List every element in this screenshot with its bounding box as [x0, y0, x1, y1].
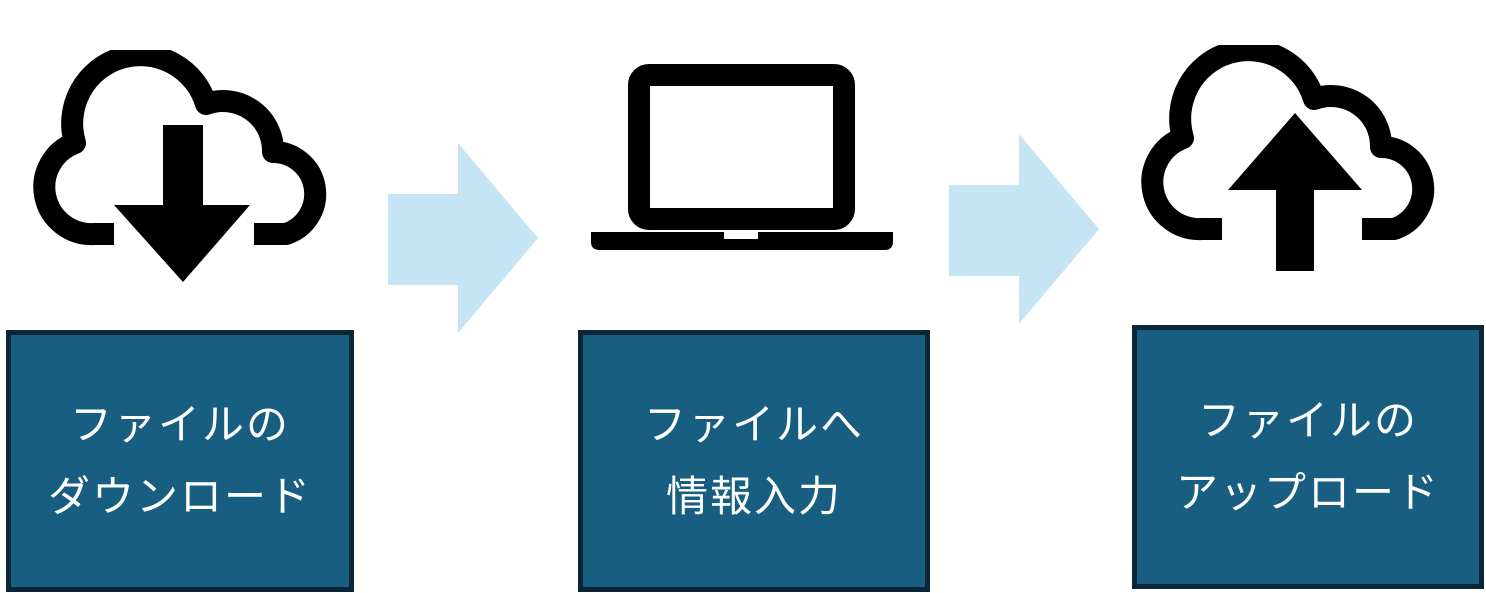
flow-arrow-2 [949, 134, 1101, 326]
cloud-upload-icon [1136, 45, 1456, 285]
cloud-download-icon [28, 50, 348, 290]
step-box-input: ファイルへ 情報入力 [578, 330, 930, 592]
step-box-download: ファイルの ダウンロード [6, 330, 354, 592]
step-label-line2: アップロード [1175, 468, 1440, 517]
step-box-upload: ファイルの アップロード [1132, 325, 1484, 589]
step-label-line1: ファイルの [69, 400, 290, 449]
laptop-icon [588, 64, 898, 254]
step-label-line2: 情報入力 [665, 472, 842, 521]
flow-arrow-1 [388, 143, 540, 335]
step-label-line1: ファイルへ [643, 400, 864, 449]
step-label-line2: ダウンロード [47, 472, 312, 521]
step-label-line1: ファイルの [1197, 396, 1418, 445]
